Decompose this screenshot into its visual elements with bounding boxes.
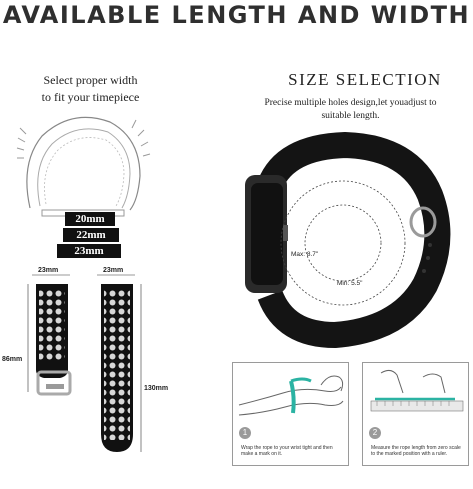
watch-case-sketch: [16, 116, 151, 217]
description-line1: Precise multiple holes design,let youadj…: [264, 98, 437, 108]
min-size-label: Min: 5.5": [337, 280, 363, 287]
step2-number-badge: 2: [369, 427, 381, 439]
max-size-label: Max: 8.7": [291, 251, 319, 258]
size-selection-title: SIZE SELECTION: [288, 70, 442, 89]
step1-instruction: Wrap the rope to your wrist tight and th…: [241, 445, 333, 457]
watch-loop-diagram: Max: 8.7" Min: 5.5": [245, 131, 451, 349]
size-selection-description: Precise multiple holes design,let youadj…: [228, 97, 473, 123]
width-instruction: Select proper width to fit your timepiec…: [8, 72, 173, 106]
step2-panel: 2 Measure the rope length from zero scal…: [362, 362, 469, 466]
step1-number-badge: 1: [239, 427, 251, 439]
width-22mm-bar: 22mm: [63, 228, 119, 242]
width-23mm-bar: 23mm: [57, 244, 121, 258]
strap-right-width-label: 23mm: [103, 267, 123, 274]
wrist-rope-illustration: [238, 375, 344, 416]
long-length-label: 130mm: [144, 385, 168, 392]
strap-diagram: 23mm 23mm 86mm 130mm: [2, 267, 168, 452]
ruler-measure-illustration: [370, 369, 464, 412]
step2-instruction: Measure the rope length from zero scale …: [371, 445, 461, 457]
width-instruction-line1: Select proper width: [43, 73, 138, 87]
short-length-label: 86mm: [2, 356, 22, 363]
width-20mm-bar: 20mm: [65, 212, 115, 226]
strap-left-width-label: 23mm: [38, 267, 58, 274]
width-instruction-line2: to fit your timepiece: [41, 90, 140, 104]
step1-panel: 1 Wrap the rope to your wrist tight and …: [232, 362, 349, 466]
description-line2: suitable length.: [321, 111, 380, 121]
headline: AVAILABLE LENGTH AND WIDTH: [2, 1, 471, 29]
